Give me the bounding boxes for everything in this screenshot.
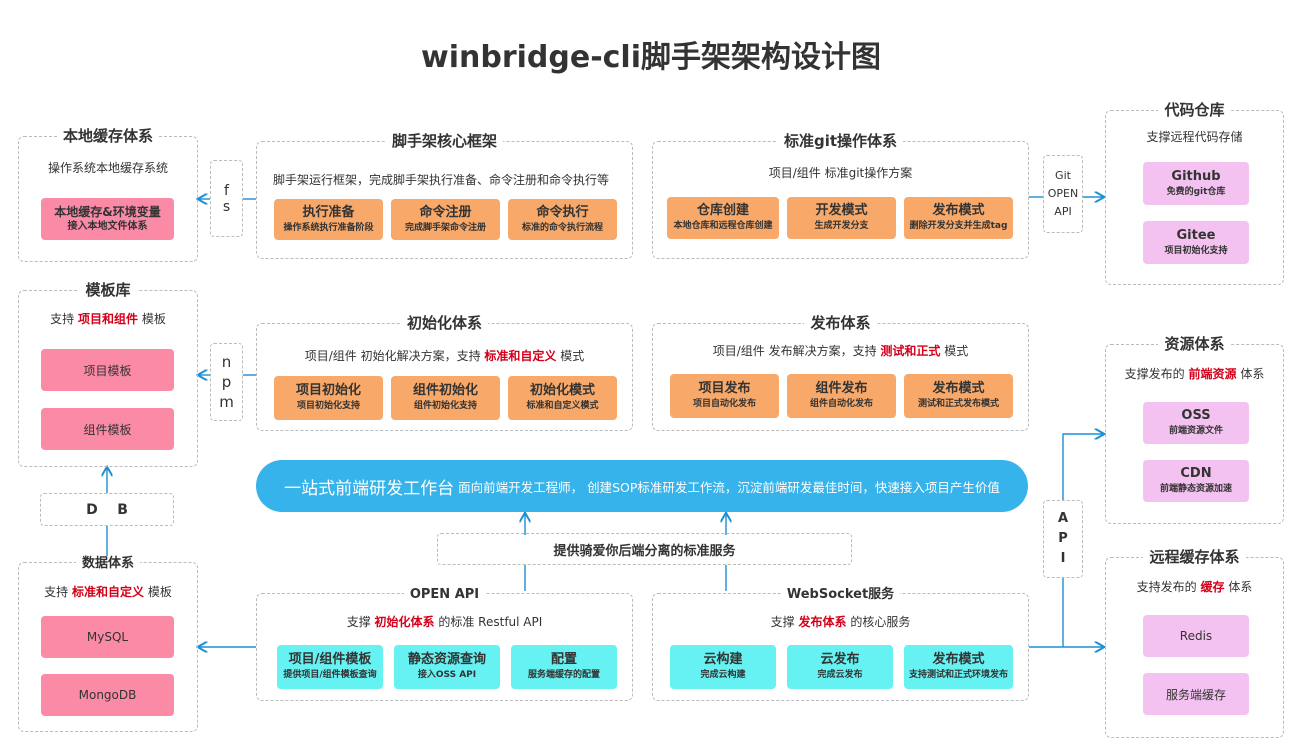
openapi-chip: 静态资源查询接入OSS API	[394, 645, 500, 689]
mysql-item: MySQL	[41, 616, 174, 658]
template-desc: 支持 项目和组件 模板	[50, 312, 166, 326]
ws-chip: 云构建完成云构建	[670, 645, 776, 689]
remote-cache-title: 远程缓存体系	[1143, 548, 1246, 566]
publish-chip: 项目发布项目自动化发布	[670, 374, 779, 418]
backend-service-label: 提供骑爱你后端分离的标准服务	[437, 533, 852, 565]
publish-title: 发布体系	[804, 314, 877, 332]
remote-cache-panel: 远程缓存体系 支持发布的 缓存 体系 Redis 服务端缓存	[1105, 548, 1284, 738]
ws-chip: 云发布完成云发布	[787, 645, 893, 689]
openapi-title: OPEN API	[403, 587, 486, 602]
websocket-panel: WebSocket服务 支撑 发布体系 的核心服务 云构建完成云构建 云发布完成…	[652, 587, 1029, 701]
publish-desc: 项目/组件 发布解决方案，支持 测试和正式 模式	[712, 344, 969, 358]
mongodb-item: MongoDB	[41, 674, 174, 716]
remote-cache-desc: 支持发布的 缓存 体系	[1136, 580, 1253, 594]
init-chip: 组件初始化组件初始化支持	[391, 376, 500, 420]
openapi-panel: OPEN API 支撑 初始化体系 的标准 Restful API 项目/组件模…	[256, 587, 633, 701]
local-cache-desc: 操作系统本地缓存系统	[47, 161, 168, 175]
ws-chip: 发布模式支持测试和正式环境发布	[904, 645, 1013, 689]
git-title: 标准git操作体系	[777, 132, 904, 150]
template-title: 模板库	[79, 281, 137, 299]
core-desc: 脚手架运行框架，完成脚手架执行准备、命令注册和命令执行等	[273, 173, 610, 187]
server-cache-item: 服务端缓存	[1143, 673, 1249, 715]
data-panel: 数据体系 支持 标准和自定义 模板 MySQL MongoDB	[18, 556, 198, 732]
git-chip: 仓库创建本地仓库和远程仓库创建	[667, 197, 779, 239]
core-title: 脚手架核心框架	[385, 132, 503, 150]
diagram-title: winbridge-cli脚手架架构设计图	[420, 40, 881, 75]
init-chip: 项目初始化项目初始化支持	[274, 376, 383, 420]
git-desc: 项目/组件 标准git操作方案	[768, 166, 913, 180]
publish-panel: 发布体系 项目/组件 发布解决方案，支持 测试和正式 模式 项目发布项目自动化发…	[652, 314, 1029, 431]
arrow-api-resource	[1062, 434, 1103, 500]
core-framework-panel: 脚手架核心框架 脚手架运行框架，完成脚手架执行准备、命令注册和命令执行等 执行准…	[256, 132, 633, 259]
init-title: 初始化体系	[400, 314, 488, 332]
ws-title: WebSocket服务	[780, 587, 901, 602]
init-chip: 初始化模式标准和自定义模式	[508, 376, 617, 420]
git-chip: 开发模式生成开发分支	[787, 197, 896, 239]
redis-item: Redis	[1143, 615, 1249, 657]
ws-desc: 支撑 发布体系 的核心服务	[770, 615, 911, 629]
repo-title: 代码仓库	[1158, 101, 1231, 119]
fs-connector: f s	[210, 160, 243, 237]
template-item: 项目模板	[41, 349, 174, 391]
publish-chip: 发布模式测试和正式发布模式	[904, 374, 1013, 418]
core-chip: 命令执行标准的命令执行流程	[508, 199, 617, 240]
git-panel: 标准git操作体系 项目/组件 标准git操作方案 仓库创建本地仓库和远程仓库创…	[652, 132, 1029, 259]
workbench-banner: 一站式前端研发工作台 面向前端开发工程师， 创建SOP标准研发工作流，沉淀前端研…	[256, 460, 1028, 512]
init-panel: 初始化体系 项目/组件 初始化解决方案，支持 标准和自定义 模式 项目初始化项目…	[256, 314, 633, 431]
repo-desc: 支撑远程代码存储	[1146, 130, 1243, 144]
git-chip: 发布模式删除开发分支并生成tag	[904, 197, 1013, 239]
openapi-desc: 支撑 初始化体系 的标准 Restful API	[346, 615, 543, 629]
openapi-chip: 项目/组件模板提供项目/组件模板查询	[277, 645, 383, 689]
resource-desc: 支撑发布的 前端资源 体系	[1124, 367, 1265, 381]
publish-chip: 组件发布组件自动化发布	[787, 374, 896, 418]
template-panel: 模板库 支持 项目和组件 模板 项目模板 组件模板	[18, 281, 198, 467]
local-cache-panel: 本地缓存体系 操作系统本地缓存系统 本地缓存&环境变量 接入本地文件体系	[18, 127, 198, 262]
core-chip: 执行准备操作系统执行准备阶段	[274, 199, 383, 240]
core-chip: 命令注册完成脚手架命令注册	[391, 199, 500, 240]
init-desc: 项目/组件 初始化解决方案，支持 标准和自定义 模式	[304, 349, 585, 363]
resource-title: 资源体系	[1158, 335, 1231, 353]
openapi-chip: 配置服务端缓存的配置	[511, 645, 617, 689]
db-connector: D B	[40, 493, 174, 526]
template-item: 组件模板	[41, 408, 174, 450]
local-cache-title: 本地缓存体系	[56, 127, 159, 145]
data-title: 数据体系	[75, 556, 140, 571]
data-desc: 支持 标准和自定义 模板	[44, 585, 172, 599]
local-cache-chip: 本地缓存&环境变量 接入本地文件体系	[41, 198, 174, 240]
